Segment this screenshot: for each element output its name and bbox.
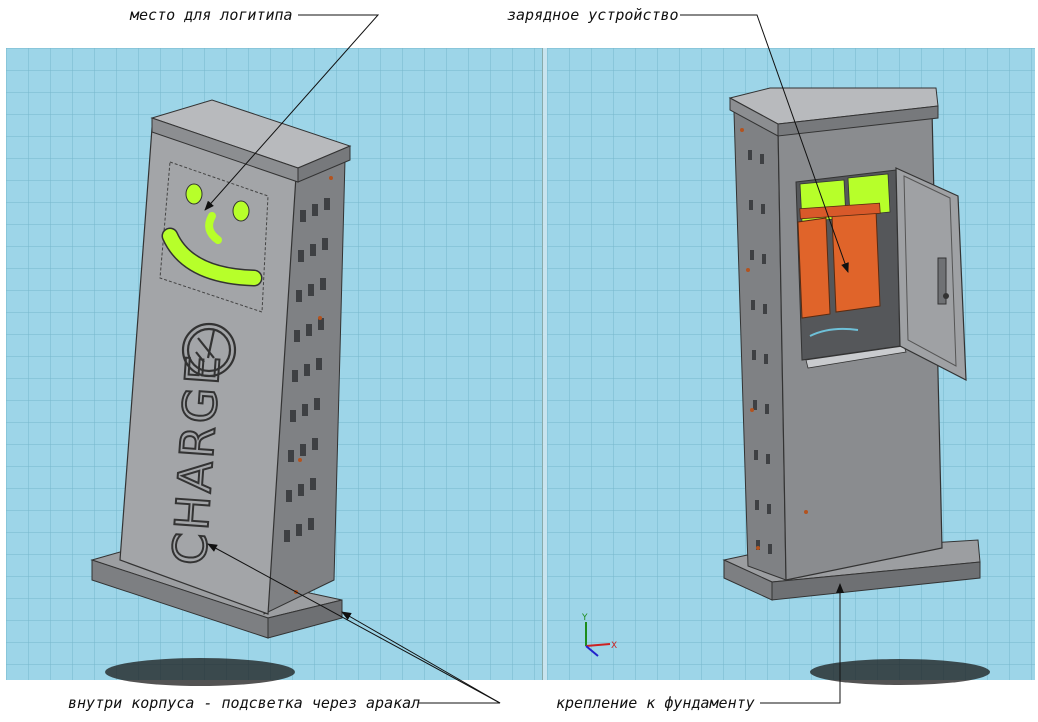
charger-unit-2 [831, 209, 881, 313]
label-foundation: крепление к фундаменту [556, 694, 755, 712]
shelf [805, 345, 907, 369]
floor-shadow-right [810, 659, 990, 685]
rivets-right [740, 128, 808, 550]
label-charger: зарядное устройство [507, 6, 679, 24]
vent-slots-right [748, 150, 772, 554]
side-panel-right [733, 111, 787, 581]
door-lock [937, 257, 947, 305]
leader-charger [680, 14, 849, 273]
label-backlight: внутри корпуса - подсветка через аракал [68, 694, 421, 712]
left-charger-model: CHARGE [90, 99, 352, 686]
charger-unit-1 [797, 217, 831, 319]
rivets-left [294, 176, 333, 594]
floor-shadow-left [105, 658, 295, 686]
vent-slots-left [284, 198, 330, 542]
label-logo-place: место для логитипа [130, 6, 293, 24]
axis-y-label: Y [581, 613, 588, 623]
leader-lines [204, 14, 849, 704]
leader-logo [204, 14, 380, 211]
smiley-logo-left [161, 183, 263, 287]
leader-foundation [760, 583, 844, 704]
smiley-eye-left [185, 183, 203, 205]
axis-x-label: X [611, 641, 617, 651]
open-door [895, 167, 967, 382]
right-charger-model [722, 87, 990, 685]
axis-triad: Y X [581, 613, 617, 657]
viewport-divider[interactable] [542, 48, 548, 680]
leader-backlight-2 [341, 611, 501, 704]
plug-icon [181, 322, 237, 378]
smiley-eye-right [232, 200, 250, 222]
smiley-nose [205, 212, 222, 244]
